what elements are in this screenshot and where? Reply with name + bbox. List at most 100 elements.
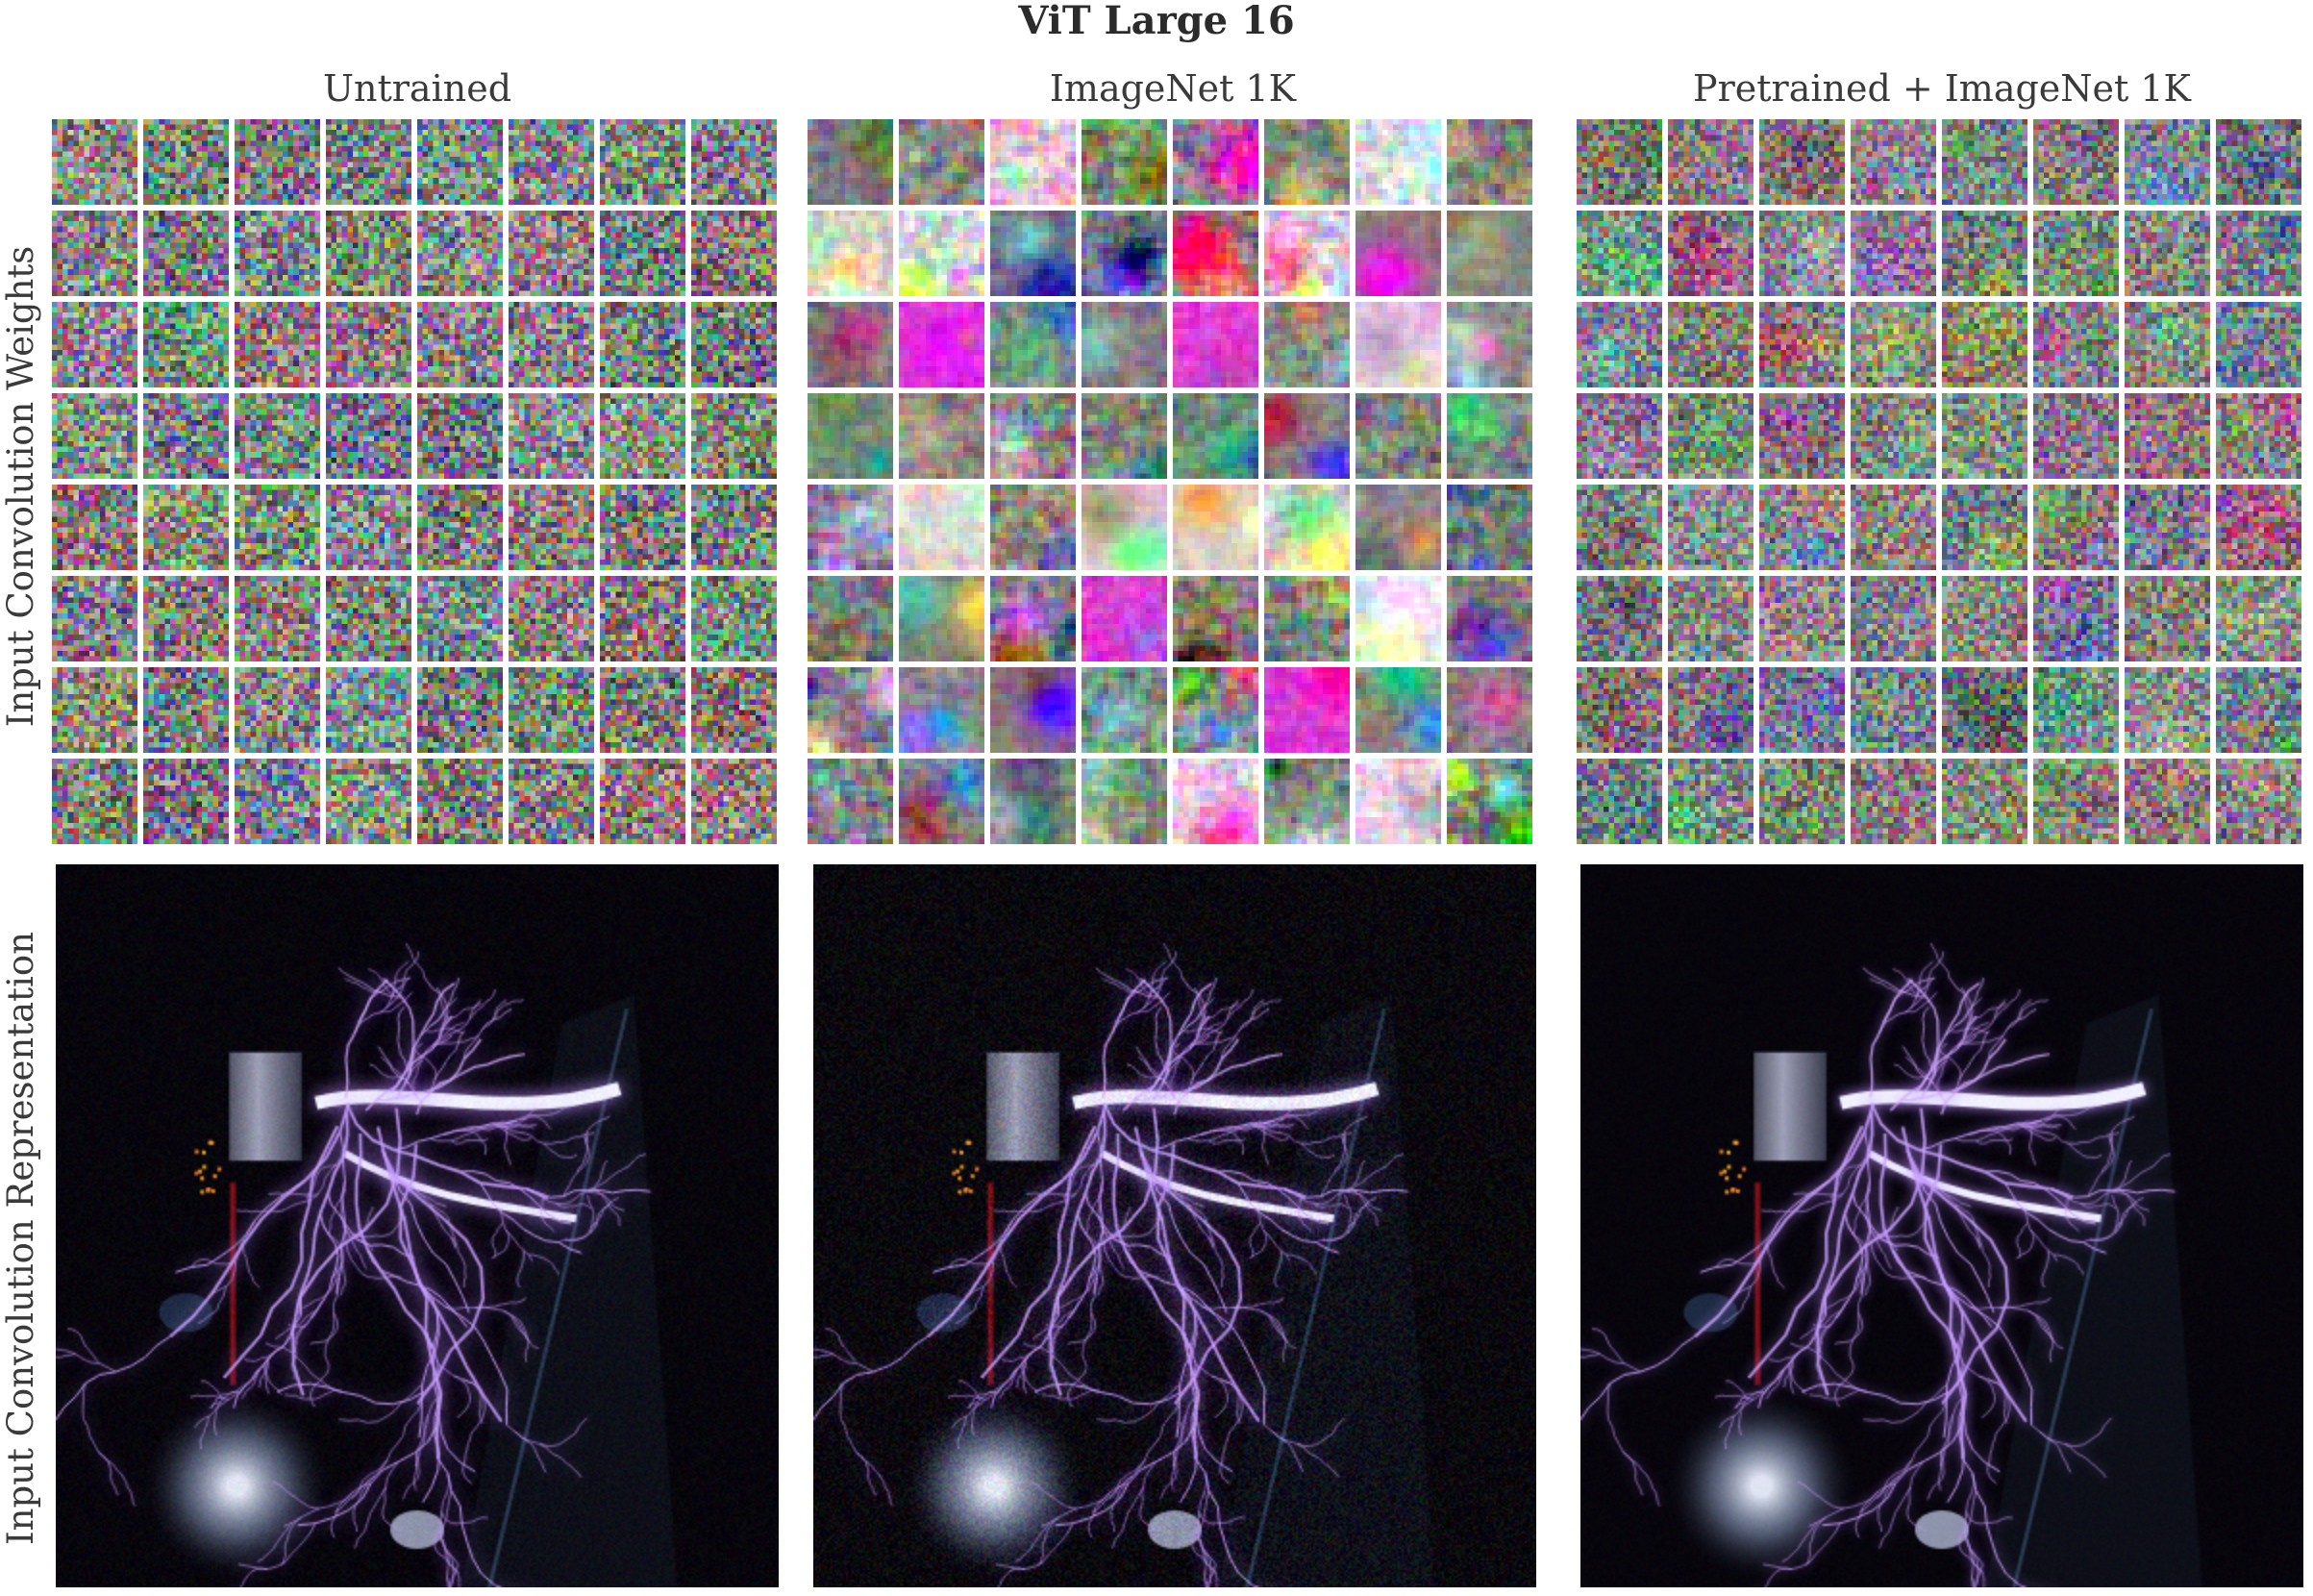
weight-tile-imagenet-4-6 <box>1355 485 1441 570</box>
weight-tile-untrained-5-2 <box>235 576 320 661</box>
weight-tile-pretrained-1-2 <box>1759 211 1845 296</box>
weight-tile-untrained-5-7 <box>691 576 777 661</box>
weight-tile-pretrained-6-3 <box>1851 667 1936 753</box>
weight-tile-untrained-4-4 <box>417 485 503 570</box>
weight-tile-imagenet-2-2 <box>990 302 1076 387</box>
weight-tile-imagenet-4-1 <box>899 485 984 570</box>
weight-tile-untrained-5-5 <box>509 576 594 661</box>
column-header-imagenet: ImageNet 1K <box>1049 67 1297 110</box>
weight-tile-pretrained-2-7 <box>2216 302 2301 387</box>
weight-tile-imagenet-0-2 <box>990 119 1076 205</box>
representation-image-untrained <box>56 864 779 1587</box>
weight-tile-imagenet-4-2 <box>990 485 1076 570</box>
weight-tile-untrained-4-0 <box>52 485 137 570</box>
weight-tile-imagenet-6-7 <box>1447 667 1532 753</box>
weight-tile-untrained-0-4 <box>417 119 503 205</box>
weight-tile-untrained-5-4 <box>417 576 503 661</box>
weight-tile-imagenet-1-5 <box>1264 211 1350 296</box>
weight-tile-pretrained-1-3 <box>1851 211 1936 296</box>
weight-tile-pretrained-5-5 <box>2033 576 2119 661</box>
weight-tile-imagenet-5-3 <box>1082 576 1167 661</box>
weight-tile-untrained-2-4 <box>417 302 503 387</box>
weight-tile-untrained-0-1 <box>143 119 229 205</box>
weight-tile-pretrained-4-5 <box>2033 485 2119 570</box>
weight-tile-imagenet-3-4 <box>1173 393 1258 479</box>
weight-tile-imagenet-5-2 <box>990 576 1076 661</box>
representation-image-imagenet <box>813 864 1536 1587</box>
weight-tile-untrained-1-6 <box>600 211 685 296</box>
weight-tile-imagenet-1-7 <box>1447 211 1532 296</box>
weight-tile-untrained-7-7 <box>691 759 777 844</box>
weight-tile-untrained-2-3 <box>326 302 411 387</box>
weight-tile-imagenet-4-7 <box>1447 485 1532 570</box>
weights-grid-untrained <box>52 119 783 850</box>
weight-tile-untrained-2-0 <box>52 302 137 387</box>
weight-tile-untrained-7-1 <box>143 759 229 844</box>
weight-tile-untrained-2-7 <box>691 302 777 387</box>
weight-tile-untrained-6-2 <box>235 667 320 753</box>
weight-tile-pretrained-5-1 <box>1668 576 1753 661</box>
weight-tile-pretrained-4-3 <box>1851 485 1936 570</box>
weight-tile-untrained-7-3 <box>326 759 411 844</box>
weight-tile-imagenet-3-0 <box>808 393 893 479</box>
weight-tile-imagenet-3-3 <box>1082 393 1167 479</box>
weight-tile-imagenet-6-3 <box>1082 667 1167 753</box>
weight-tile-pretrained-6-7 <box>2216 667 2301 753</box>
weight-tile-pretrained-2-2 <box>1759 302 1845 387</box>
weight-tile-pretrained-0-6 <box>2125 119 2210 205</box>
weight-tile-imagenet-5-7 <box>1447 576 1532 661</box>
weight-tile-pretrained-5-3 <box>1851 576 1936 661</box>
weight-tile-pretrained-7-2 <box>1759 759 1845 844</box>
weight-tile-pretrained-7-1 <box>1668 759 1753 844</box>
weight-tile-imagenet-7-4 <box>1173 759 1258 844</box>
weight-tile-pretrained-1-6 <box>2125 211 2210 296</box>
weight-tile-untrained-1-5 <box>509 211 594 296</box>
weights-grid-imagenet <box>808 119 1538 850</box>
weight-tile-imagenet-4-4 <box>1173 485 1258 570</box>
weight-tile-pretrained-0-4 <box>1942 119 2027 205</box>
weight-tile-imagenet-1-4 <box>1173 211 1258 296</box>
weight-tile-imagenet-1-3 <box>1082 211 1167 296</box>
weight-tile-untrained-2-6 <box>600 302 685 387</box>
weight-tile-untrained-3-3 <box>326 393 411 479</box>
weight-tile-imagenet-1-6 <box>1355 211 1441 296</box>
weight-tile-pretrained-2-4 <box>1942 302 2027 387</box>
weight-tile-untrained-1-1 <box>143 211 229 296</box>
weight-tile-untrained-1-0 <box>52 211 137 296</box>
weight-tile-imagenet-2-5 <box>1264 302 1350 387</box>
weight-tile-imagenet-6-4 <box>1173 667 1258 753</box>
weight-tile-untrained-3-0 <box>52 393 137 479</box>
weight-tile-pretrained-3-6 <box>2125 393 2210 479</box>
weight-tile-untrained-3-2 <box>235 393 320 479</box>
weight-tile-pretrained-0-7 <box>2216 119 2301 205</box>
weight-tile-imagenet-7-3 <box>1082 759 1167 844</box>
weight-tile-imagenet-4-5 <box>1264 485 1350 570</box>
weight-tile-pretrained-6-4 <box>1942 667 2027 753</box>
weight-tile-pretrained-3-4 <box>1942 393 2027 479</box>
weight-tile-imagenet-0-5 <box>1264 119 1350 205</box>
weight-tile-untrained-2-5 <box>509 302 594 387</box>
weight-tile-pretrained-3-2 <box>1759 393 1845 479</box>
weight-tile-untrained-4-3 <box>326 485 411 570</box>
weight-tile-pretrained-7-5 <box>2033 759 2119 844</box>
weight-tile-imagenet-2-3 <box>1082 302 1167 387</box>
weight-tile-imagenet-5-5 <box>1264 576 1350 661</box>
weights-grid-pretrained <box>1577 119 2307 850</box>
weight-tile-untrained-6-5 <box>509 667 594 753</box>
weight-tile-imagenet-0-7 <box>1447 119 1532 205</box>
weight-tile-untrained-3-1 <box>143 393 229 479</box>
weight-tile-pretrained-7-6 <box>2125 759 2210 844</box>
weight-tile-imagenet-2-6 <box>1355 302 1441 387</box>
weight-tile-imagenet-6-2 <box>990 667 1076 753</box>
weight-tile-pretrained-6-0 <box>1577 667 1662 753</box>
weight-tile-imagenet-7-0 <box>808 759 893 844</box>
weight-tile-untrained-1-3 <box>326 211 411 296</box>
weight-tile-imagenet-4-0 <box>808 485 893 570</box>
weight-tile-untrained-0-5 <box>509 119 594 205</box>
weight-tile-untrained-5-3 <box>326 576 411 661</box>
weight-tile-pretrained-1-5 <box>2033 211 2119 296</box>
weight-tile-pretrained-0-3 <box>1851 119 1936 205</box>
weight-tile-pretrained-4-4 <box>1942 485 2027 570</box>
weight-tile-pretrained-5-4 <box>1942 576 2027 661</box>
weight-tile-imagenet-6-1 <box>899 667 984 753</box>
